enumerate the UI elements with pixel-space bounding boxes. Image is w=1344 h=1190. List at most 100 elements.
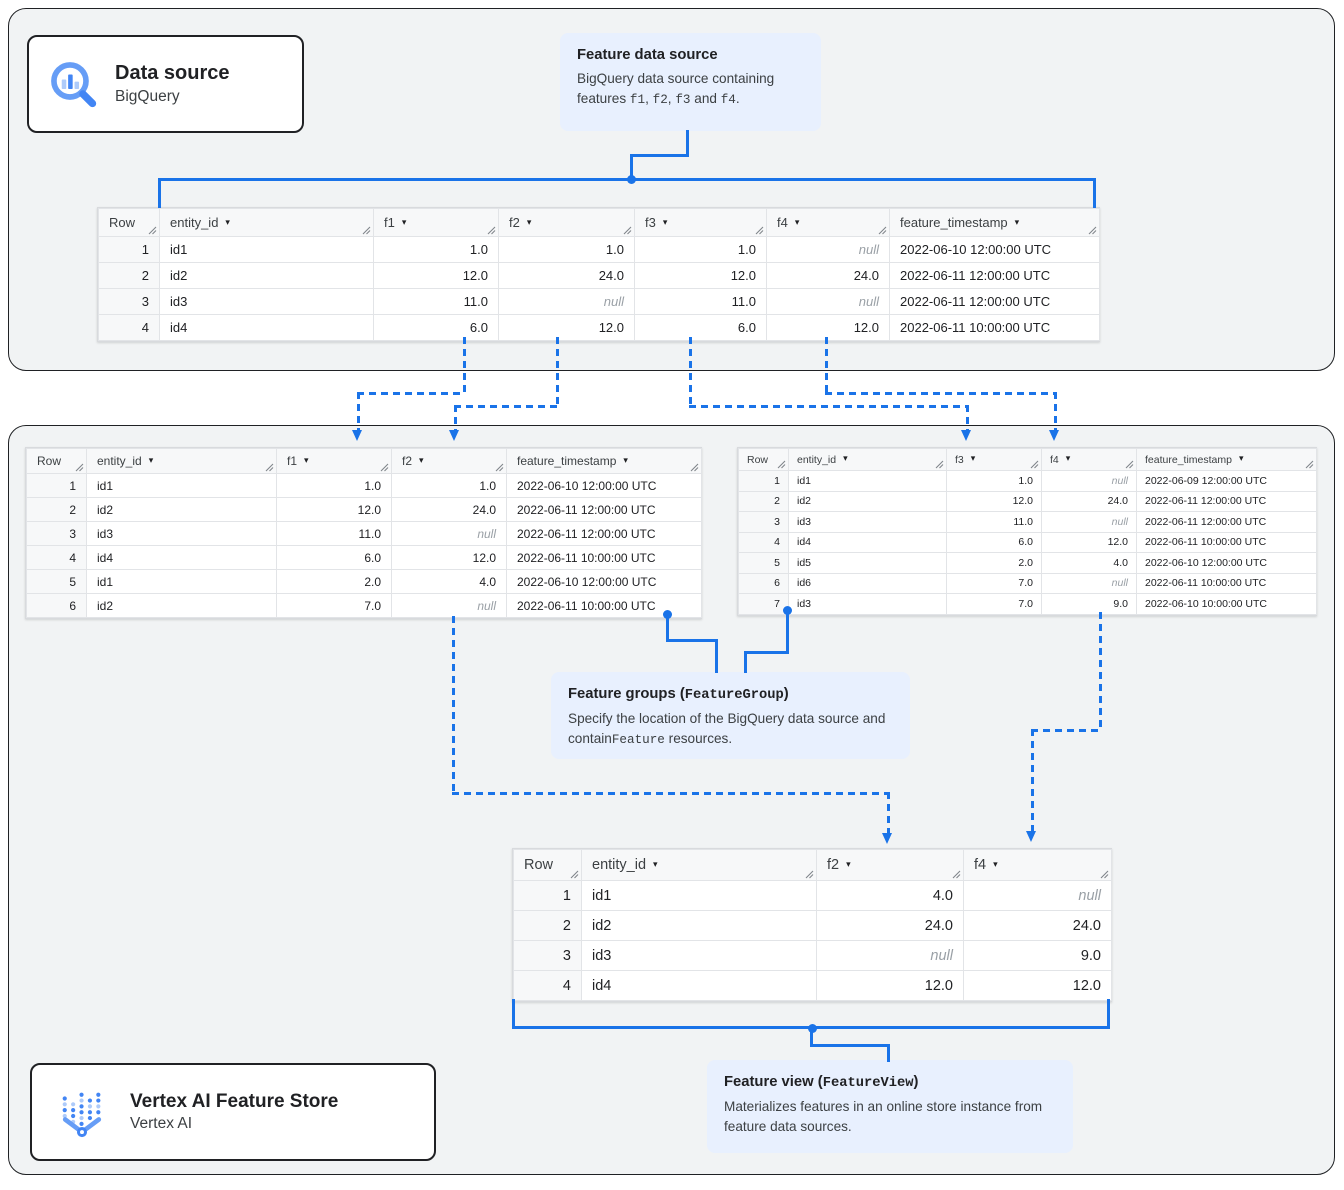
connector-source-bracket-left [158, 178, 161, 208]
cell: 2022-06-11 12:00:00 UTC [1136, 490, 1317, 512]
cell: 7.0 [946, 593, 1042, 615]
cell: 2022-06-11 12:00:00 UTC [889, 262, 1100, 289]
column-label: entity_id [170, 215, 219, 230]
column-header-feature_timestamp[interactable]: feature_timestamp ▾ [506, 448, 702, 474]
dashed-group2-view-v2 [1031, 729, 1034, 831]
dashed-f4-h [825, 392, 1056, 395]
column-resize-icon[interactable] [935, 460, 944, 469]
sort-arrow-icon[interactable]: ▾ [846, 859, 851, 869]
column-resize-icon[interactable] [878, 226, 887, 235]
column-resize-icon[interactable] [148, 226, 157, 235]
cell: 6 [738, 572, 789, 594]
sort-arrow-icon[interactable]: ▾ [148, 455, 154, 465]
code-text: Feature [611, 731, 665, 747]
column-resize-icon[interactable] [265, 463, 274, 472]
cell: 2.0 [946, 552, 1042, 574]
column-header-f3[interactable]: f3▾ [946, 448, 1042, 471]
column-resize-icon[interactable] [570, 870, 579, 879]
sort-arrow-icon[interactable]: ▾ [1014, 217, 1020, 227]
sort-arrow-icon[interactable]: ▾ [970, 452, 976, 463]
column-resize-icon[interactable] [1030, 460, 1039, 469]
sort-arrow-icon[interactable]: ▾ [843, 452, 848, 463]
column-header-entity_id[interactable]: entity_id▾ [86, 448, 277, 474]
column-header-f4[interactable]: f4 ▾ [1041, 448, 1137, 471]
connector-view-bracket-left [512, 999, 515, 1029]
cell: 2 [513, 910, 582, 941]
column-resize-icon[interactable] [1125, 460, 1134, 469]
dashed-group2-view-h [1031, 729, 1101, 732]
column-label: f1 [287, 454, 298, 468]
column-resize-icon[interactable] [777, 460, 786, 469]
column-header-f2[interactable]: f2▾ [391, 448, 507, 474]
sort-arrow-icon[interactable]: ▾ [623, 455, 628, 465]
column-resize-icon[interactable] [1100, 870, 1109, 879]
sort-arrow-icon[interactable]: ▾ [1238, 452, 1244, 463]
callout-title: Feature data source [577, 47, 718, 63]
column-header-f1[interactable]: f1▾ [373, 208, 499, 237]
connector-groups-right-v2 [744, 651, 747, 673]
column-header-f3[interactable]: f3▾ [634, 208, 767, 237]
column-header-f2[interactable]: f2▾ [816, 849, 964, 881]
cell: id2 [159, 262, 374, 289]
cell: 7.0 [276, 593, 392, 618]
callout-text: Feature view ( [724, 1074, 823, 1090]
column-resize-icon[interactable] [487, 226, 496, 235]
callout-text: ) [783, 686, 789, 702]
column-header-f4[interactable]: f4▾ [766, 208, 890, 237]
sort-arrow-icon[interactable]: ▾ [419, 455, 424, 465]
cell: id2 [86, 497, 277, 522]
column-resize-icon[interactable] [1305, 460, 1314, 469]
sort-arrow-icon[interactable]: ▾ [225, 217, 230, 227]
sort-arrow-icon[interactable]: ▾ [662, 217, 668, 227]
column-header-feature_timestamp[interactable]: feature_timestamp▾ [1136, 448, 1317, 471]
column-header-entity_id[interactable]: entity_id▾ [788, 448, 947, 471]
sort-arrow-icon[interactable]: ▾ [993, 859, 998, 869]
column-resize-icon[interactable] [690, 463, 699, 472]
column-resize-icon[interactable] [75, 463, 84, 472]
cell: 7 [738, 593, 789, 615]
column-resize-icon[interactable] [952, 870, 961, 879]
column-header-entity_id[interactable]: entity_id▾ [581, 849, 817, 881]
column-header-f4[interactable]: f4▾ [963, 849, 1112, 881]
cell-null: null [391, 593, 507, 618]
column-header-f2[interactable]: f2▾ [498, 208, 635, 237]
cell: 24.0 [1041, 490, 1137, 512]
cell: 2022-06-11 10:00:00 UTC [1136, 572, 1317, 594]
column-label: feature_timestamp [900, 215, 1008, 230]
column-label: f4 [1050, 453, 1059, 466]
cell: 11.0 [634, 288, 767, 315]
sort-arrow-icon[interactable]: ▾ [794, 217, 800, 227]
connector-view-v2 [887, 1044, 890, 1062]
column-resize-icon[interactable] [623, 226, 632, 235]
column-header-entity_id[interactable]: entity_id ▾ [159, 208, 374, 237]
cell: 2022-06-10 12:00:00 UTC [889, 236, 1100, 263]
column-label: feature_timestamp [517, 454, 617, 468]
dashed-f2-arrow [449, 430, 459, 441]
sort-arrow-icon[interactable]: ▾ [653, 859, 658, 869]
dashed-group2-view-v1 [1099, 612, 1102, 731]
column-resize-icon[interactable] [362, 226, 371, 235]
column-resize-icon[interactable] [755, 226, 764, 235]
cell: 6 [26, 593, 87, 618]
sort-arrow-icon[interactable]: ▾ [526, 217, 532, 227]
dashed-group2-view-arrow [1026, 831, 1036, 842]
column-resize-icon[interactable] [805, 870, 814, 879]
column-resize-icon[interactable] [495, 463, 504, 472]
cell: 2.0 [276, 569, 392, 594]
cell: 12.0 [373, 262, 499, 289]
column-resize-icon[interactable] [1088, 226, 1097, 235]
cell: 24.0 [816, 910, 964, 941]
sort-arrow-icon[interactable]: ▾ [1065, 452, 1071, 463]
cell-null: null [963, 880, 1112, 911]
sort-arrow-icon[interactable]: ▾ [304, 455, 309, 465]
column-header-f1[interactable]: f1 ▾ [276, 448, 392, 474]
column-header-feature_timestamp[interactable]: feature_timestamp ▾ [889, 208, 1100, 237]
sort-arrow-icon[interactable]: ▾ [401, 217, 407, 227]
column-resize-icon[interactable] [380, 463, 389, 472]
connector-groups-left-h [666, 639, 718, 642]
cell: 2 [98, 262, 160, 289]
